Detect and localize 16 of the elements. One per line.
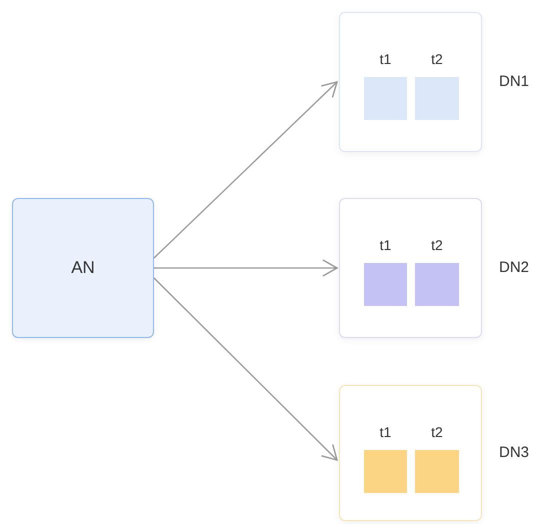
process-box: AN: [12, 198, 154, 338]
arrow: [154, 259, 338, 277]
arrow: [154, 81, 338, 258]
tile-label: t1: [380, 50, 392, 68]
tile-label: t2: [431, 423, 443, 441]
node-label: DN2: [499, 258, 530, 278]
container-box: [339, 12, 482, 152]
container-box: [339, 385, 482, 521]
arrow: [154, 278, 338, 461]
tile-label: t1: [380, 423, 392, 441]
tile-label: t2: [431, 236, 443, 254]
container-box: [339, 198, 482, 338]
node-label: DN3: [499, 443, 530, 463]
tile-label: t2: [431, 50, 443, 68]
tile-label: t1: [380, 236, 392, 254]
node-label: DN1: [499, 72, 530, 92]
